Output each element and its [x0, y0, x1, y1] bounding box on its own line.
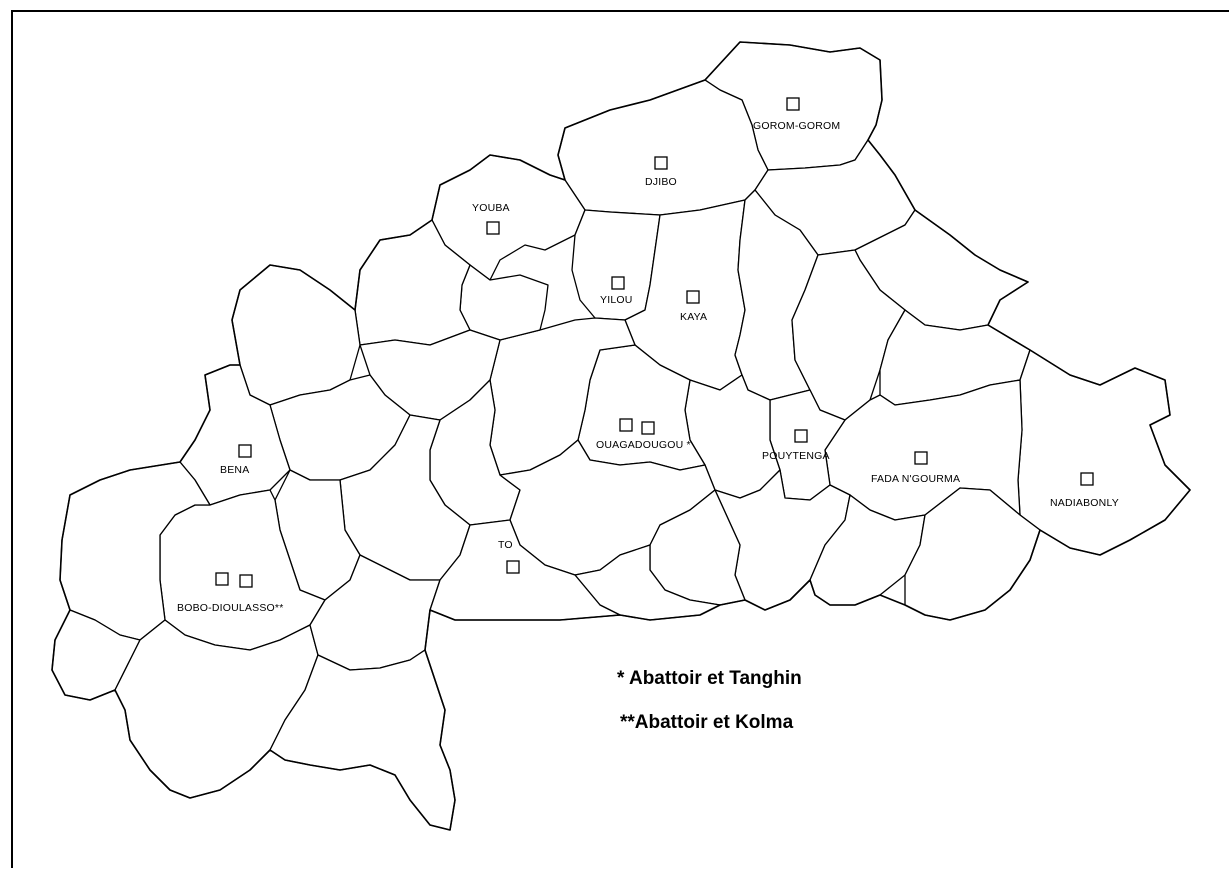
marker-bobo-dioulasso-1	[215, 572, 229, 586]
marker-ouagadougou-1	[619, 418, 633, 432]
marker-djibo	[654, 156, 668, 170]
marker-ouagadougou-2	[641, 421, 655, 435]
label-gorom-gorom: GOROM-GOROM	[753, 120, 840, 132]
map-frame	[11, 10, 1229, 868]
city-labels: GOROM-GOROM DJIBO YOUBA YILOU KAYA BENA …	[177, 120, 1119, 614]
label-yilou: YILOU	[600, 294, 633, 306]
label-pouytenga: POUYTENGA	[762, 450, 830, 462]
region-north-central	[459, 264, 549, 341]
marker-youba	[486, 221, 500, 235]
label-kaya: KAYA	[680, 311, 707, 323]
region-djibo	[557, 79, 769, 216]
marker-nadiabonly	[1080, 472, 1094, 486]
marker-fada-ngourma	[914, 451, 928, 465]
label-youba: YOUBA	[472, 202, 510, 214]
region-nadiabonly	[1017, 349, 1191, 556]
marker-to	[506, 560, 520, 574]
country-outline	[51, 41, 1191, 831]
region-southwest-large	[114, 619, 319, 799]
marker-bena	[238, 444, 252, 458]
label-bobo-dioulasso: BOBO-DIOULASSO**	[177, 602, 283, 614]
label-fada-ngourma: FADA N'GOURMA	[871, 473, 960, 485]
legend-note-kolma: **Abattoir et Kolma	[620, 712, 794, 733]
city-markers	[215, 97, 1094, 588]
label-djibo: DJIBO	[645, 176, 677, 188]
label-bena: BENA	[220, 464, 249, 476]
marker-pouytenga	[794, 429, 808, 443]
marker-yilou	[611, 276, 625, 290]
legend-note-tanghin: * Abattoir et Tanghin	[617, 668, 802, 689]
label-nadiabonly: NADIABONLY	[1050, 497, 1119, 509]
label-ouagadougou: OUAGADOUGOU *	[596, 439, 691, 451]
marker-kaya	[686, 290, 700, 304]
region-boundaries	[51, 41, 1191, 831]
label-to: TO	[498, 539, 513, 551]
marker-gorom-gorom	[786, 97, 800, 111]
marker-bobo-dioulasso-2	[239, 574, 253, 588]
